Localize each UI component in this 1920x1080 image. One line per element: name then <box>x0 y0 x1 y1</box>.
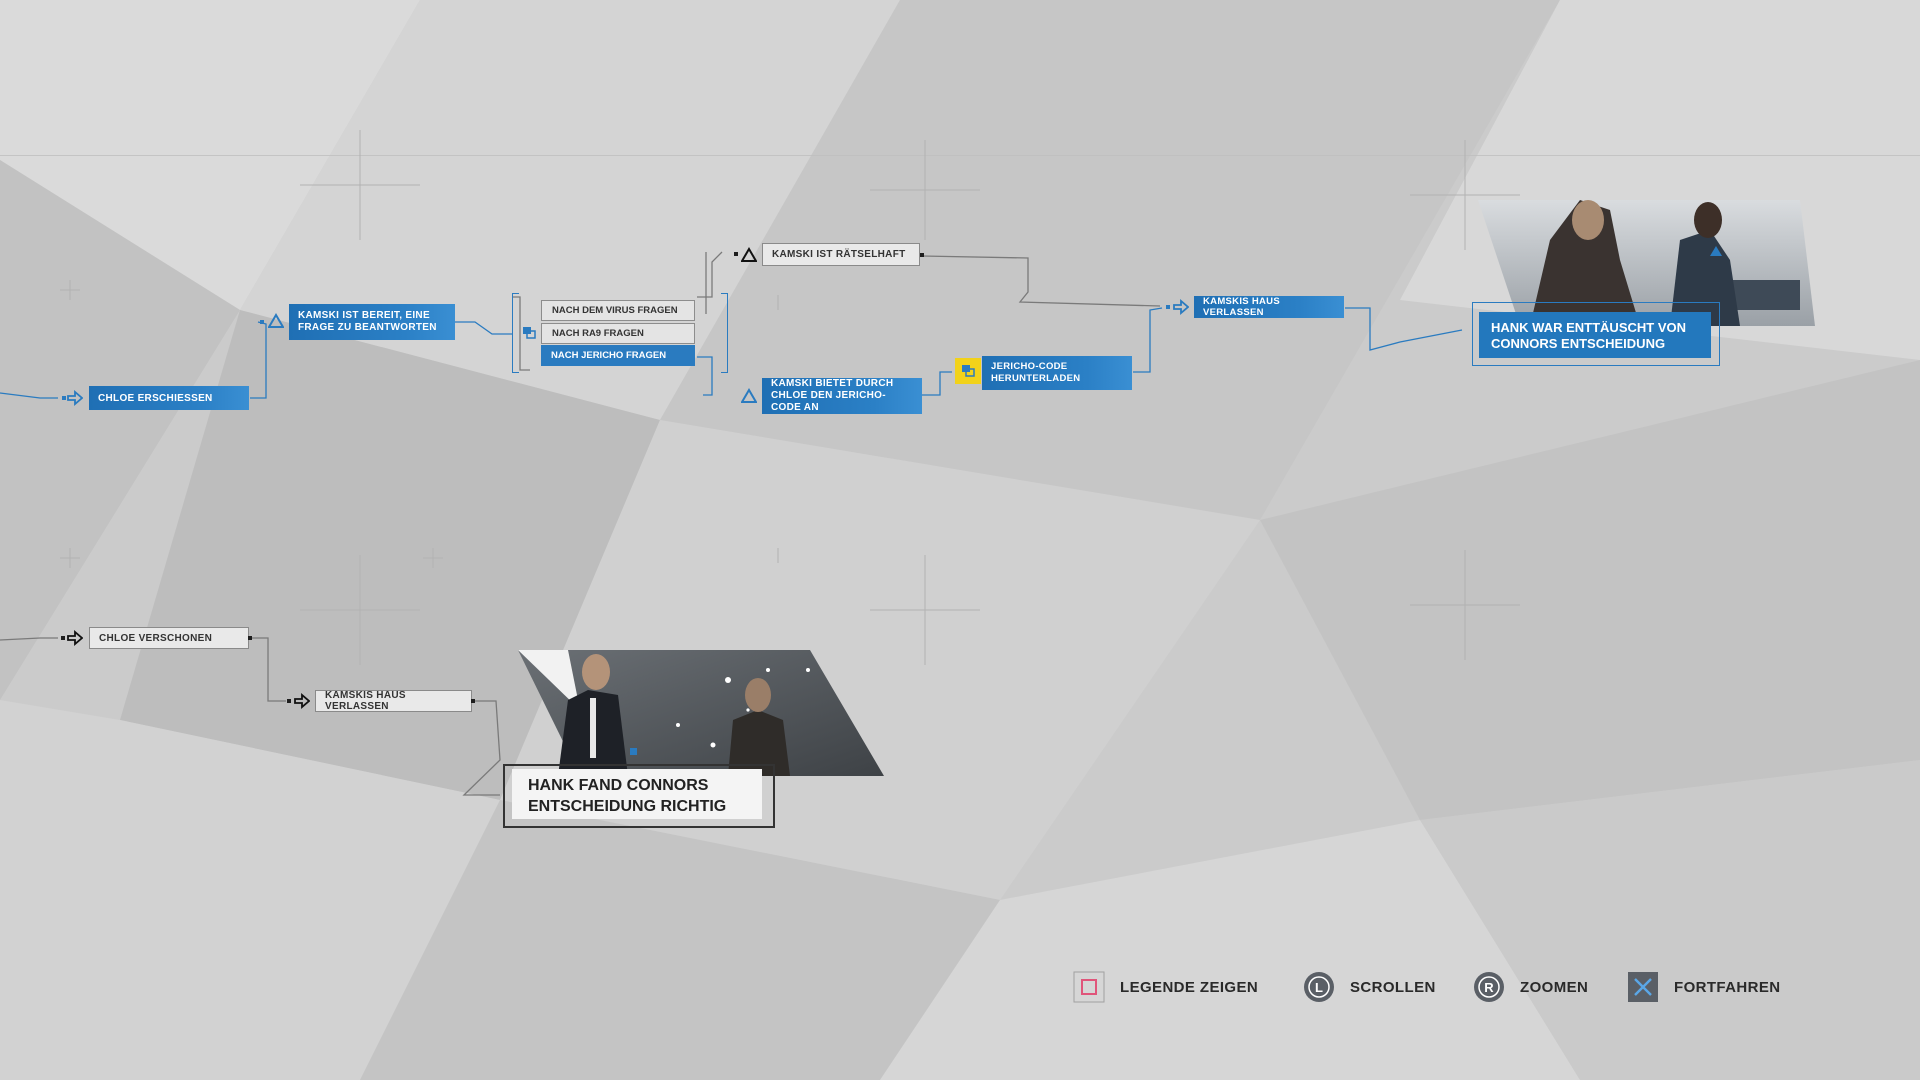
connector-dot <box>248 636 252 640</box>
node-chloe-shoot[interactable]: CHLOE ERSCHIESSEN <box>89 386 249 410</box>
arrow-right-icon <box>67 390 83 406</box>
ending-top-label: HANK WAR ENTTÄUSCHT VON CONNORS ENTSCHEI… <box>1479 312 1711 358</box>
choice-bracket-right <box>721 293 728 373</box>
connector-dot <box>287 699 291 703</box>
choice-bracket-left <box>512 293 519 373</box>
svg-text:L: L <box>1315 980 1323 995</box>
arrow-right-icon <box>67 630 83 646</box>
triangle-button-icon <box>741 388 757 404</box>
arrow-right-icon <box>294 693 310 709</box>
option-virus[interactable]: NACH DEM VIRUS FRAGEN <box>541 300 695 321</box>
node-chloe-spare[interactable]: CHLOE VERSCHONEN <box>89 627 249 649</box>
node-leave-house-top[interactable]: KAMSKIS HAUS VERLASSEN <box>1194 296 1344 318</box>
connector-dot <box>61 636 65 640</box>
touchpad-icon <box>955 358 981 384</box>
node-kamski-ready[interactable]: KAMSKI IST BEREIT, EINE FRAGE ZU BEANTWO… <box>289 304 455 340</box>
connector-dot <box>734 252 738 256</box>
connector-dot <box>920 253 924 257</box>
svg-text:R: R <box>1484 980 1494 995</box>
option-jericho[interactable]: NACH JERICHO FRAGEN <box>541 345 695 366</box>
node-kamski-riddle[interactable]: KAMSKI IST RÄTSELHAFT <box>762 243 920 266</box>
node-leave-house-bottom[interactable]: KAMSKIS HAUS VERLASSEN <box>315 690 472 712</box>
ending-bottom-label: HANK FAND CONNORS ENTSCHEIDUNG RICHTIG <box>512 769 762 819</box>
arrow-right-icon <box>1173 299 1189 315</box>
connector-dot <box>1166 305 1170 309</box>
ending-bottom-frame <box>503 764 775 828</box>
triangle-button-icon <box>268 313 284 329</box>
cross-button-icon <box>1626 970 1660 1004</box>
connector-dot <box>471 699 475 703</box>
node-kamski-offers[interactable]: KAMSKI BIETET DURCH CHLOE DEN JERICHO-CO… <box>762 378 922 414</box>
ending-bottom-thumbnail[interactable] <box>518 650 884 776</box>
control-continue[interactable]: FORTFAHREN <box>1626 970 1781 1004</box>
left-stick-icon: L <box>1302 970 1336 1004</box>
control-scroll[interactable]: L SCROLLEN <box>1302 970 1436 1004</box>
node-jericho-download[interactable]: JERICHO-CODE HERUNTERLADEN <box>982 356 1132 390</box>
control-label: LEGENDE ZEIGEN <box>1120 978 1259 996</box>
connector-dot <box>62 396 66 400</box>
option-ra9[interactable]: NACH RA9 FRAGEN <box>541 323 695 344</box>
connector-dot <box>260 320 264 324</box>
triangle-button-icon <box>741 247 757 263</box>
right-stick-icon: R <box>1472 970 1506 1004</box>
ending-top-frame <box>1472 302 1720 366</box>
control-label: FORTFAHREN <box>1674 978 1781 996</box>
control-zoom[interactable]: R ZOOMEN <box>1472 970 1588 1004</box>
control-label: SCROLLEN <box>1350 978 1436 996</box>
ending-top-image <box>1478 200 1815 326</box>
ending-top-thumbnail[interactable] <box>1470 200 1820 330</box>
touchpad-icon <box>521 325 537 341</box>
control-show-legend[interactable]: LEGENDE ZEIGEN <box>1072 970 1258 1004</box>
ending-bottom-image <box>518 650 884 776</box>
square-button-icon <box>1072 970 1106 1004</box>
control-label: ZOOMEN <box>1520 978 1589 996</box>
